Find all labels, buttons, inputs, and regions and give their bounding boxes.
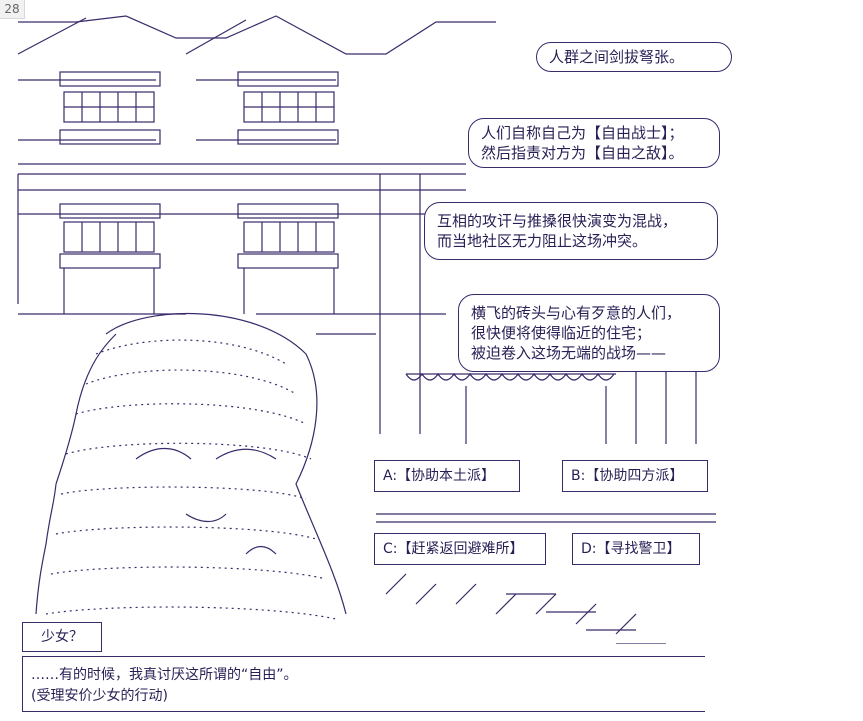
dialog-line-1: ……有的时候，我真讨厌这所谓的“自由”。 <box>31 667 298 683</box>
bubble-line: 互相的攻讦与推搡很快演变为混战， <box>437 212 678 230</box>
page-number: 28 <box>0 0 25 19</box>
bubble-line: 人群之间剑拔弩张。 <box>549 48 685 66</box>
bubble-line: 很快便将使得临近的住宅； <box>471 324 652 342</box>
bubble-line: 横飞的砖头与心有歹意的人们， <box>471 304 682 322</box>
dialog-box: ……有的时候，我真讨厌这所谓的“自由”。 (受理安价少女的行动) <box>22 656 705 712</box>
speaker-name: 少女？ <box>22 622 102 652</box>
ascii-art-illustration <box>17 15 716 644</box>
choice-d-button[interactable]: D:【寻找警卫】 <box>572 533 700 565</box>
narration-bubble-1: 人群之间剑拔弩张。 <box>536 42 732 72</box>
bubble-line: 而当地社区无力阻止这场冲突。 <box>437 232 648 250</box>
narration-bubble-2: 人们自称自己为【自由战士】； 然后指责对方为【自由之敌】。 <box>468 118 720 168</box>
narration-bubble-4: 横飞的砖头与心有歹意的人们， 很快便将使得临近的住宅； 被迫卷入这场无端的战场—… <box>458 294 720 372</box>
bubble-line: 被迫卷入这场无端的战场—— <box>471 344 667 362</box>
bubble-line: 人们自称自己为【自由战士】； <box>481 124 684 142</box>
choice-b-button[interactable]: B:【协助四方派】 <box>562 460 708 492</box>
dialog-line-2: (受理安价少女的行动) <box>31 688 168 704</box>
narration-bubble-3: 互相的攻讦与推搡很快演变为混战， 而当地社区无力阻止这场冲突。 <box>424 202 718 260</box>
choice-c-button[interactable]: C:【赶紧返回避难所】 <box>374 533 546 565</box>
choice-a-button[interactable]: A:【协助本土派】 <box>374 460 520 492</box>
bubble-line: 然后指责对方为【自由之敌】。 <box>481 144 684 162</box>
